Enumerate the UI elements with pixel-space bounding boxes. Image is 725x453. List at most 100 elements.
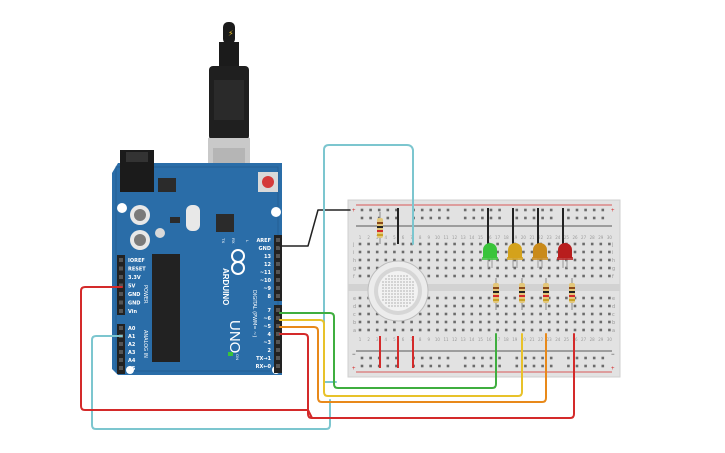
rail-hole[interactable] (429, 208, 433, 212)
breadboard-hole[interactable] (522, 274, 525, 278)
breadboard-hole[interactable] (487, 296, 491, 300)
breadboard-hole[interactable] (470, 320, 474, 324)
rail-hole[interactable] (481, 356, 484, 360)
breadboard-hole[interactable] (539, 296, 542, 300)
breadboard-hole[interactable] (590, 312, 594, 316)
rail-hole[interactable] (472, 356, 476, 360)
led[interactable] (507, 243, 523, 268)
header-pin[interactable] (119, 309, 123, 313)
rail-hole[interactable] (438, 216, 441, 220)
breadboard-hole[interactable] (470, 304, 474, 308)
breadboard-hole[interactable] (393, 242, 396, 246)
rail-hole[interactable] (438, 356, 441, 360)
rail-hole[interactable] (524, 364, 527, 368)
breadboard-hole[interactable] (573, 258, 577, 262)
breadboard-hole[interactable] (487, 320, 491, 324)
breadboard-hole[interactable] (479, 258, 482, 262)
rail-hole[interactable] (489, 356, 493, 360)
resistor[interactable] (569, 278, 575, 310)
breadboard-hole[interactable] (608, 304, 611, 308)
breadboard-hole[interactable] (556, 274, 560, 278)
breadboard-hole[interactable] (556, 312, 560, 316)
breadboard-hole[interactable] (530, 242, 534, 246)
breadboard-hole[interactable] (556, 250, 560, 254)
rail-hole[interactable] (395, 364, 398, 368)
breadboard-hole[interactable] (436, 242, 439, 246)
breadboard-hole[interactable] (522, 304, 525, 308)
rail-hole[interactable] (438, 364, 441, 368)
breadboard-hole[interactable] (608, 312, 611, 316)
breadboard-hole[interactable] (496, 250, 499, 254)
breadboard-hole[interactable] (401, 258, 405, 262)
breadboard-hole[interactable] (375, 328, 379, 332)
header-pin[interactable] (276, 356, 280, 360)
breadboard-hole[interactable] (479, 328, 482, 332)
rail-hole[interactable] (420, 356, 424, 360)
breadboard-hole[interactable] (599, 304, 603, 308)
breadboard-hole[interactable] (547, 242, 551, 246)
breadboard-hole[interactable] (479, 250, 482, 254)
breadboard-hole[interactable] (461, 258, 465, 262)
breadboard-hole[interactable] (479, 320, 482, 324)
breadboard-hole[interactable] (599, 296, 603, 300)
breadboard-hole[interactable] (358, 242, 362, 246)
breadboard-hole[interactable] (539, 304, 542, 308)
breadboard-hole[interactable] (367, 328, 370, 332)
rail-hole[interactable] (438, 208, 441, 212)
breadboard-hole[interactable] (453, 328, 456, 332)
breadboard-hole[interactable] (573, 312, 577, 316)
breadboard-hole[interactable] (539, 320, 542, 324)
breadboard-hole[interactable] (453, 258, 456, 262)
breadboard-hole[interactable] (444, 328, 448, 332)
breadboard-hole[interactable] (590, 274, 594, 278)
breadboard-hole[interactable] (375, 320, 379, 324)
rail-hole[interactable] (463, 216, 467, 220)
rail-hole[interactable] (481, 216, 484, 220)
rail-hole[interactable] (524, 208, 527, 212)
breadboard-hole[interactable] (436, 320, 439, 324)
breadboard-hole[interactable] (556, 304, 560, 308)
header-pin[interactable] (119, 275, 123, 279)
breadboard-hole[interactable] (547, 312, 551, 316)
breadboard-hole[interactable] (530, 266, 534, 270)
breadboard-hole[interactable] (427, 266, 431, 270)
breadboard-hole[interactable] (436, 258, 439, 262)
breadboard-hole[interactable] (513, 304, 517, 308)
breadboard-hole[interactable] (608, 258, 611, 262)
rail-hole[interactable] (601, 216, 605, 220)
rail-hole[interactable] (429, 216, 433, 220)
breadboard-hole[interactable] (358, 304, 362, 308)
breadboard-hole[interactable] (590, 258, 594, 262)
rail-hole[interactable] (369, 208, 372, 212)
breadboard-hole[interactable] (565, 320, 568, 324)
breadboard-hole[interactable] (547, 320, 551, 324)
breadboard-hole[interactable] (599, 312, 603, 316)
led[interactable] (557, 243, 573, 268)
breadboard-hole[interactable] (410, 320, 413, 324)
breadboard-hole[interactable] (461, 320, 465, 324)
breadboard-hole[interactable] (427, 250, 431, 254)
rail-hole[interactable] (446, 356, 450, 360)
breadboard-hole[interactable] (504, 266, 508, 270)
breadboard-hole[interactable] (358, 296, 362, 300)
rail-hole[interactable] (472, 216, 476, 220)
rail-hole[interactable] (498, 208, 501, 212)
breadboard-hole[interactable] (487, 274, 491, 278)
breadboard-hole[interactable] (530, 312, 534, 316)
rail-hole[interactable] (541, 364, 544, 368)
rail-hole[interactable] (360, 364, 364, 368)
rail-hole[interactable] (524, 356, 527, 360)
header-pin[interactable] (119, 358, 123, 362)
breadboard-hole[interactable] (461, 242, 465, 246)
rail-hole[interactable] (489, 216, 493, 220)
breadboard-hole[interactable] (496, 274, 499, 278)
rail-hole[interactable] (584, 216, 587, 220)
arduino-uno-board[interactable]: ARDUINO UNO DIGITAL (PWM= ~) POWER ANALO… (112, 150, 282, 375)
breadboard-hole[interactable] (599, 250, 603, 254)
rail-hole[interactable] (395, 356, 398, 360)
rail-hole[interactable] (515, 364, 519, 368)
breadboard-hole[interactable] (556, 328, 560, 332)
header-pin[interactable] (276, 254, 280, 258)
